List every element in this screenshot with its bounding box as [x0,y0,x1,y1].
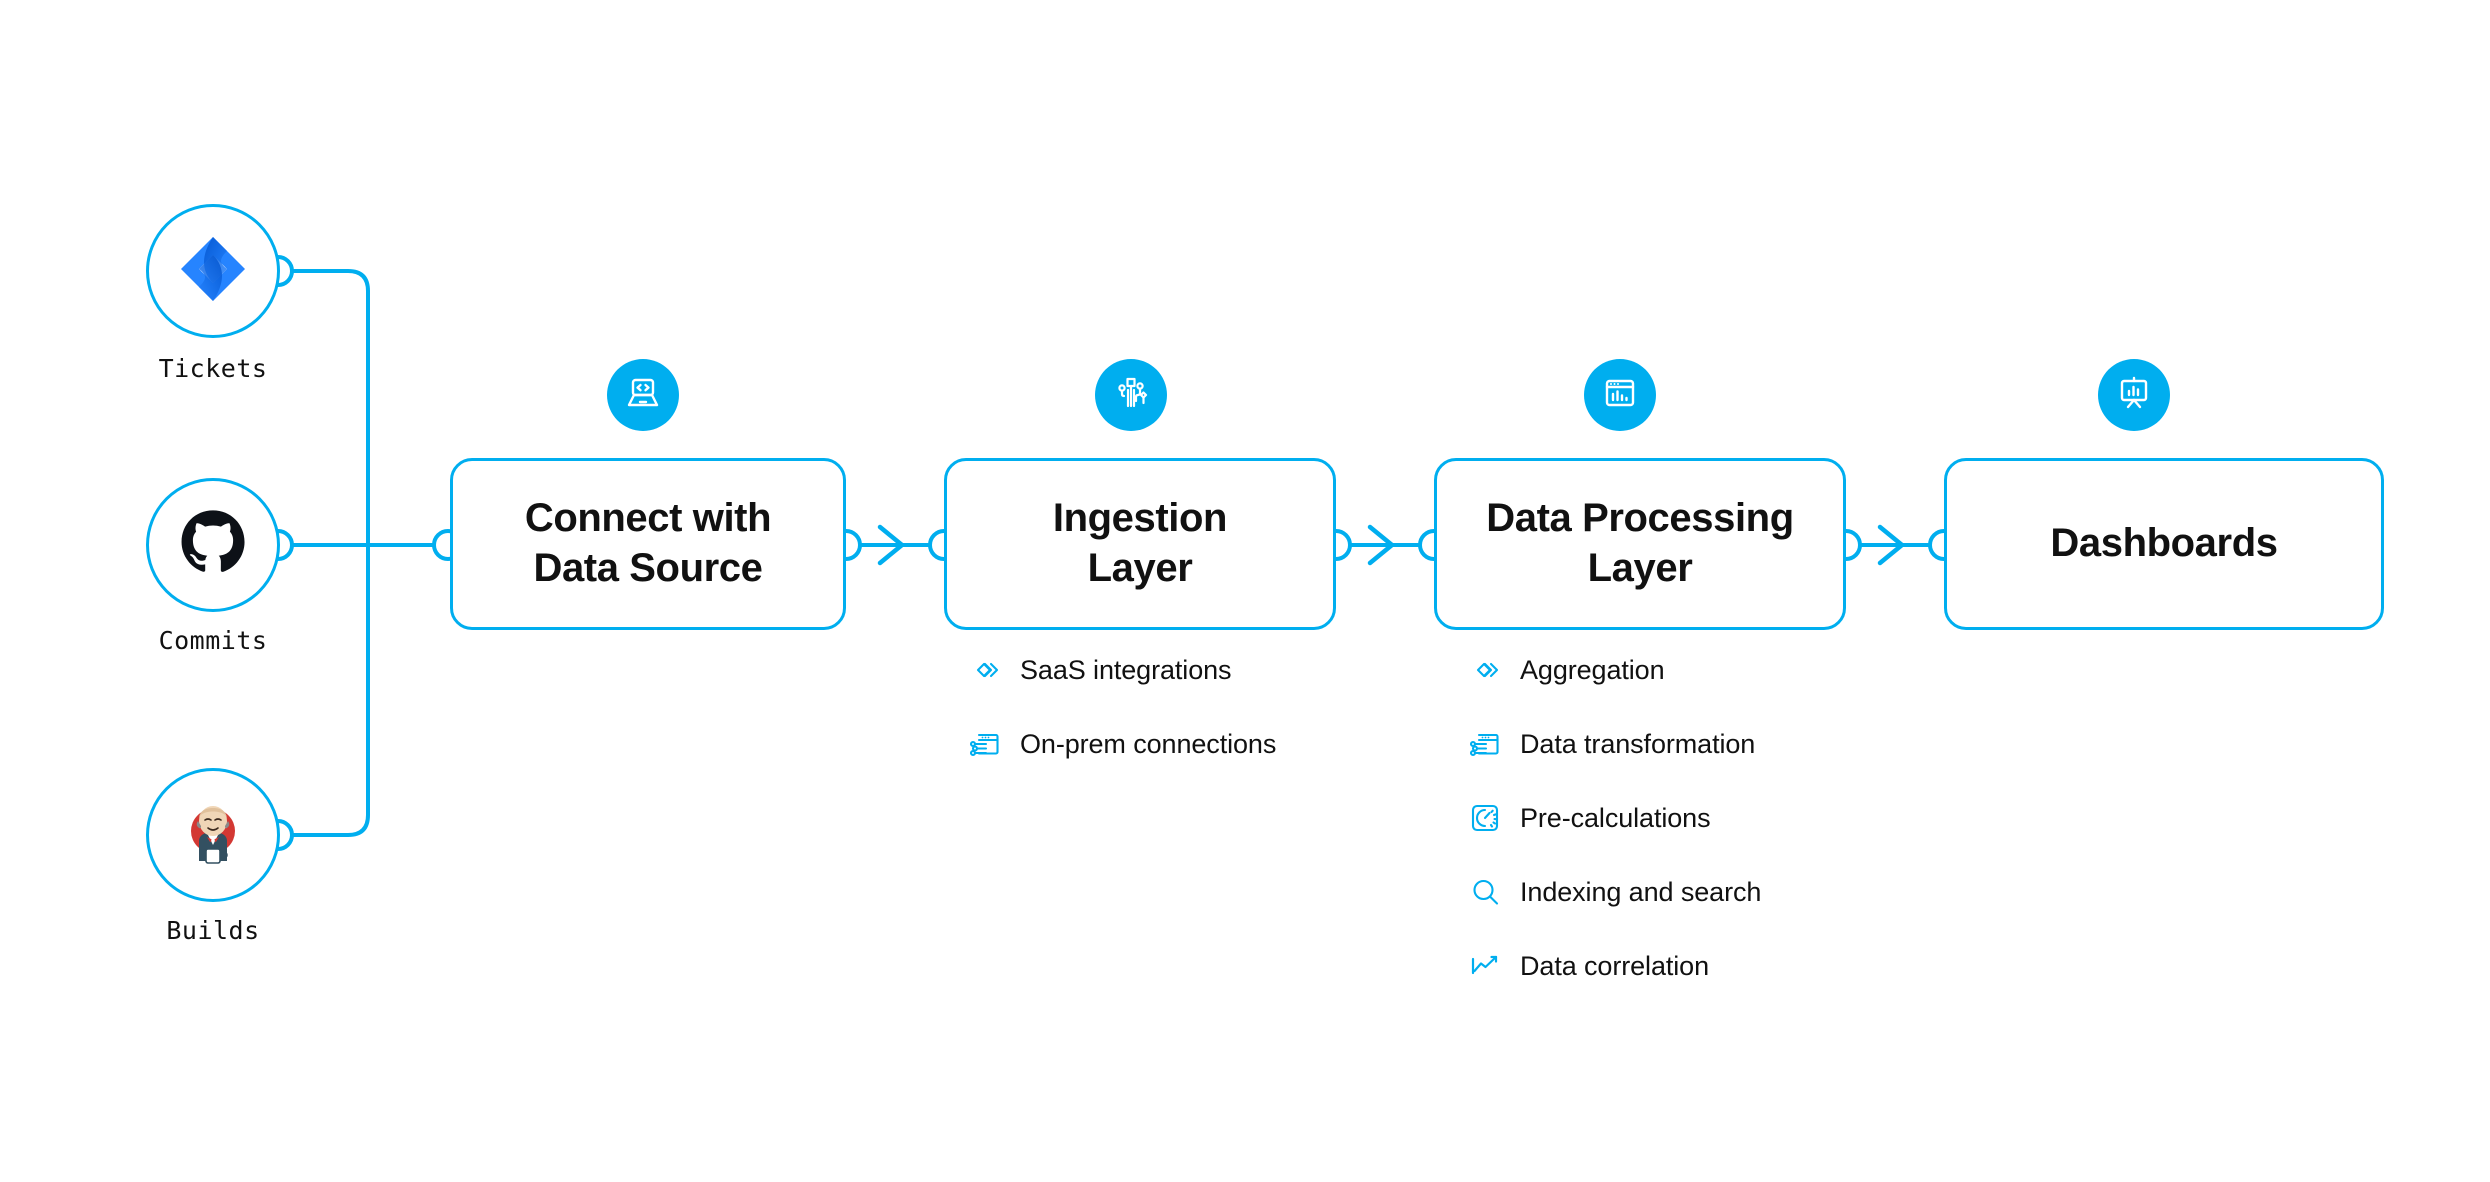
magnifier-icon [1468,875,1502,909]
stage-title-line2: Layer [1087,546,1193,590]
stage-box-connect-with-data-source[interactable]: Connect with Data Source [450,458,846,630]
circuit-nodes-icon [1111,373,1151,418]
stage-title: Ingestion Layer [1039,494,1241,593]
stage-title-line1: Ingestion [1052,496,1228,541]
browser-sliders-icon [968,727,1002,761]
line-chart-icon [1468,949,1502,983]
feature-list-ingestion-layer: SaaS integrations On-prem connections [968,647,1276,795]
stage-title: Dashboards [2036,519,2291,569]
feature-item[interactable]: Data transformation [1468,721,1761,767]
layered-chevrons-icon [1468,653,1502,687]
feature-item[interactable]: Indexing and search [1468,869,1761,915]
stage-title-line2: Data Source [533,546,763,590]
feature-label: Aggregation [1520,654,1665,685]
feature-label: On-prem connections [1020,728,1277,759]
laptop-code-icon [623,373,663,418]
jenkins-icon [177,797,249,874]
github-icon [179,509,247,582]
badge-dashboards [2098,359,2170,431]
source-label-tickets: Tickets [158,354,268,383]
stage-title-line2: Layer [1587,546,1693,590]
stage-title-line1: Dashboards [2050,521,2278,566]
source-node-tickets[interactable] [146,204,280,338]
feature-item[interactable]: On-prem connections [968,721,1276,767]
stage-title: Connect with Data Source [511,494,785,593]
feature-item[interactable]: SaaS integrations [968,647,1276,693]
feature-label: SaaS integrations [1020,654,1232,685]
source-node-builds[interactable] [146,768,280,902]
stage-title-line1: Data Processing [1486,496,1794,541]
source-node-commits[interactable] [146,478,280,612]
stage-title: Data Processing Layer [1472,494,1807,593]
presentation-chart-icon [2114,373,2154,418]
feature-item[interactable]: Data correlation [1468,943,1761,989]
badge-data-processing-layer [1584,359,1656,431]
browser-barchart-icon [1600,373,1640,418]
feature-item[interactable]: Pre-calculations [1468,795,1761,841]
feature-list-data-processing-layer: Aggregation Data transformation [1468,647,1761,1017]
feature-label: Pre-calculations [1520,802,1711,833]
stage-box-dashboards[interactable]: Dashboards [1944,458,2384,630]
stage-box-data-processing-layer[interactable]: Data Processing Layer [1434,458,1846,630]
source-label-builds: Builds [166,916,260,945]
feature-label: Indexing and search [1520,876,1762,907]
badge-ingestion-layer [1095,359,1167,431]
feature-label: Data correlation [1520,950,1709,981]
feature-item[interactable]: Aggregation [1468,647,1761,693]
stage-box-ingestion-layer[interactable]: Ingestion Layer [944,458,1336,630]
source-label-commits: Commits [158,626,268,655]
gauge-square-icon [1468,801,1502,835]
stage-title-line1: Connect with [524,496,772,541]
badge-connect-with-data-source [607,359,679,431]
layered-chevrons-icon [968,653,1002,687]
feature-label: Data transformation [1520,728,1756,759]
jira-icon [177,233,249,310]
browser-sliders-icon [1468,727,1502,761]
